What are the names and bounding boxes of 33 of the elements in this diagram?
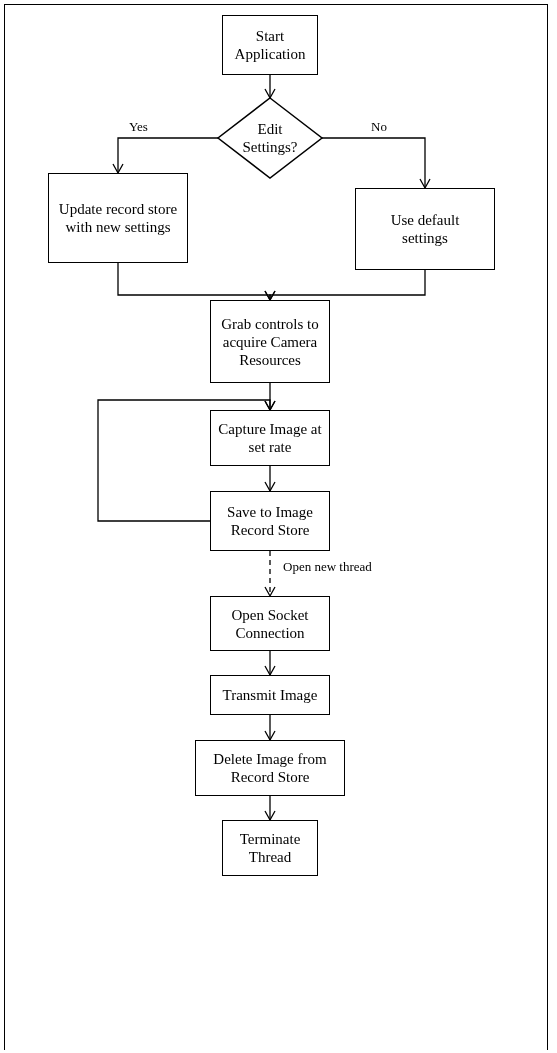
process-box bbox=[210, 491, 330, 551]
node-text: Use default settings bbox=[389, 211, 461, 247]
dashed-arrow bbox=[264, 550, 276, 597]
node-text: Save to Image Record Store bbox=[226, 503, 314, 539]
process-box bbox=[222, 15, 318, 75]
process-box bbox=[210, 596, 330, 651]
node-text: Transmit Image bbox=[222, 686, 318, 704]
node-text: Capture Image at set rate bbox=[217, 420, 323, 456]
process-box bbox=[195, 740, 345, 796]
node-text: Delete Image from Record Store bbox=[212, 750, 328, 786]
edge-label: Open new thread bbox=[282, 560, 373, 575]
arrow bbox=[264, 269, 426, 301]
process-box bbox=[210, 410, 330, 466]
node-text: Grab controls to acquire Camera Resources bbox=[220, 314, 320, 369]
process-box bbox=[222, 820, 318, 876]
arrow bbox=[264, 795, 276, 821]
arrow bbox=[321, 137, 431, 189]
node-text: Terminate Thread bbox=[238, 830, 302, 866]
process-box bbox=[355, 188, 495, 270]
node-text: Open Socket Connection bbox=[230, 605, 310, 642]
node-text: Start Application bbox=[233, 27, 307, 63]
arrow bbox=[264, 650, 276, 676]
arrow bbox=[112, 137, 219, 174]
node-text: Update record store with new settings bbox=[57, 200, 179, 236]
decision-diamond bbox=[218, 98, 322, 178]
arrow bbox=[264, 714, 276, 741]
arrow bbox=[97, 399, 276, 522]
node-text: Edit Settings? bbox=[241, 120, 299, 156]
process-box bbox=[210, 675, 330, 715]
arrow bbox=[264, 465, 276, 492]
arrow bbox=[264, 74, 276, 99]
process-box bbox=[210, 300, 330, 383]
process-box bbox=[48, 173, 188, 263]
